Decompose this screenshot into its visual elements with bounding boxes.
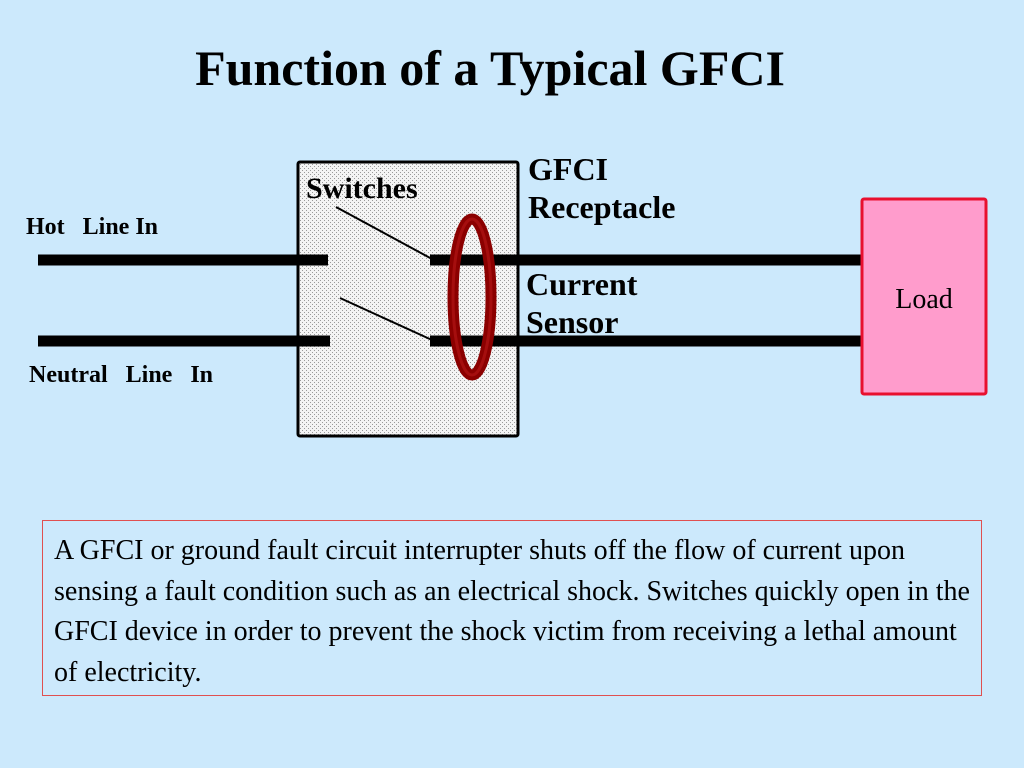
current-sensor-label: Current Sensor — [526, 266, 638, 340]
current-sensor-ring-highlight — [451, 217, 493, 377]
hot-switch-blade — [335, 206, 433, 260]
load-label: Load — [895, 284, 953, 315]
neutral-switch-blade — [339, 297, 433, 341]
description-box: A GFCI or ground fault circuit interrupt… — [42, 520, 982, 696]
switches-label: Switches — [306, 172, 418, 205]
neutral-line-in-label: Neutral Line In — [29, 362, 214, 388]
gfci-receptacle-label: GFCI Receptacle — [528, 151, 676, 225]
hot-line-in-label: Hot Line In — [26, 214, 159, 240]
slide-title: Function of a Typical GFCI — [195, 40, 785, 96]
load-box — [860, 197, 988, 396]
description-text: A GFCI or ground fault circuit interrupt… — [54, 535, 970, 688]
